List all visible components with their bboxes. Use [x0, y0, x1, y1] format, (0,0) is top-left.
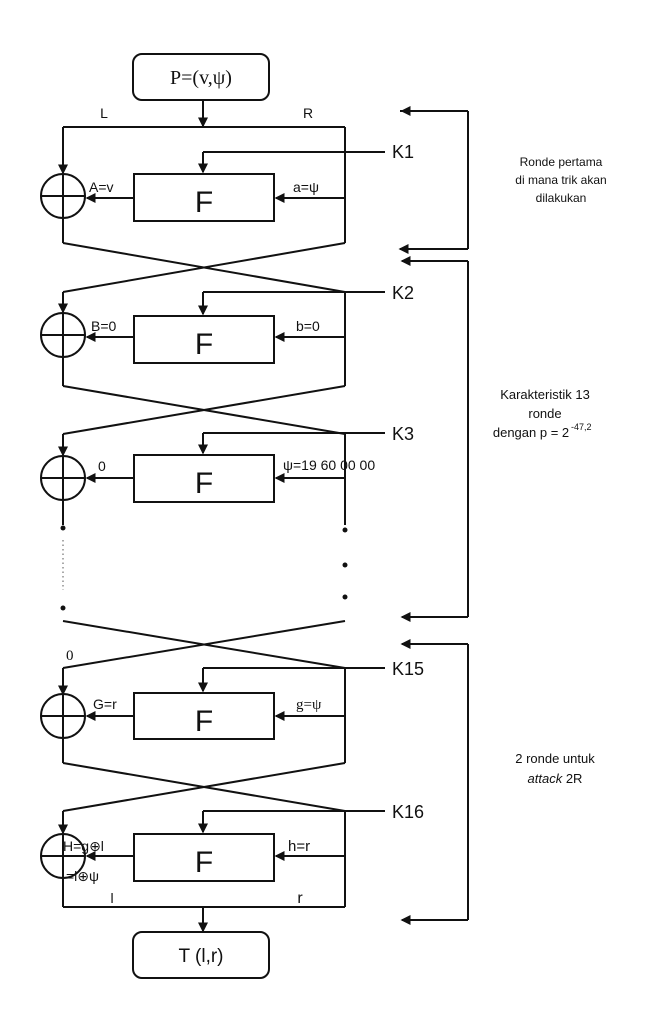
round-key-label: K16	[392, 802, 424, 822]
round-key-label: K3	[392, 424, 414, 444]
output-block-label: T (l,r)	[178, 946, 223, 967]
annotation-exponent: -47,2	[571, 422, 592, 432]
bracket-attack	[400, 639, 469, 925]
right-value-label: ψ=19 60 00 00	[283, 457, 375, 473]
annotation-line: dilakukan	[536, 191, 587, 205]
output-split-left: l	[110, 890, 113, 906]
round-1: F K1 A=v a=ψ	[40, 127, 414, 293]
left-value-label: A=v	[89, 179, 114, 195]
round-key-label: K2	[392, 283, 414, 303]
annotation-rest: 2R	[562, 771, 582, 786]
f-label: F	[195, 328, 213, 361]
round-key-label: K1	[392, 142, 414, 162]
f-label: F	[195, 186, 213, 219]
bracket-characteristic	[400, 256, 469, 622]
split-label-left: L	[100, 105, 108, 121]
input-block	[132, 53, 270, 101]
left-value-label: H=g⊕l	[63, 838, 104, 854]
left-value-label: 0	[98, 458, 106, 474]
round-3: F K3 0 ψ=19 60 00 00	[40, 424, 414, 525]
zero-label: 0	[66, 648, 74, 664]
annotation-line: ronde	[528, 406, 561, 421]
bracket-first-round	[398, 106, 469, 254]
f-label: F	[195, 705, 213, 738]
input-block-label: P=(v,ψ)	[170, 67, 232, 89]
split-label-right: R	[303, 105, 313, 121]
round-2: F K2 B=0 b=0	[40, 283, 414, 435]
annotation-line-prefix: dengan p = 2	[493, 425, 569, 440]
right-value-label: h=r	[288, 838, 310, 855]
annotation-italic: attack	[528, 771, 564, 786]
annotation-line: di mana trik akan	[515, 173, 606, 187]
output-block	[132, 931, 270, 979]
annotation-line: Karakteristik 13	[500, 387, 590, 402]
annotation-line: Ronde pertama	[520, 155, 603, 169]
f-function-box	[133, 315, 275, 364]
round-key-label: K15	[392, 659, 424, 679]
f-label: F	[195, 467, 213, 500]
right-value-label: a=ψ	[293, 179, 319, 195]
left-value-label-2: =l⊕ψ	[66, 868, 99, 884]
output-split-right: r	[297, 890, 303, 907]
annotation-characteristic: Karakteristik 13 ronde dengan p = 2 -47,…	[493, 387, 592, 440]
annotation-first-round: Ronde pertama di mana trik akan dilakuka…	[515, 155, 606, 205]
right-value-label: b=0	[296, 318, 320, 334]
left-value-label: G=r	[93, 696, 117, 712]
swap-line	[62, 620, 346, 669]
left-value-label: B=0	[91, 318, 117, 334]
ellipsis-dots	[60, 525, 348, 611]
round-15: F K15 G=r g=ψ	[40, 659, 424, 812]
f-label: F	[195, 846, 213, 879]
annotation-attack: 2 ronde untuk attack 2R	[515, 751, 595, 786]
right-value-label: g=ψ	[296, 697, 322, 713]
round-16: F K16 H=g⊕l =l⊕ψ h=r	[40, 802, 424, 907]
annotation-line: attack 2R	[528, 771, 583, 786]
annotation-line: 2 ronde untuk	[515, 751, 595, 766]
f-function-box	[133, 833, 275, 882]
